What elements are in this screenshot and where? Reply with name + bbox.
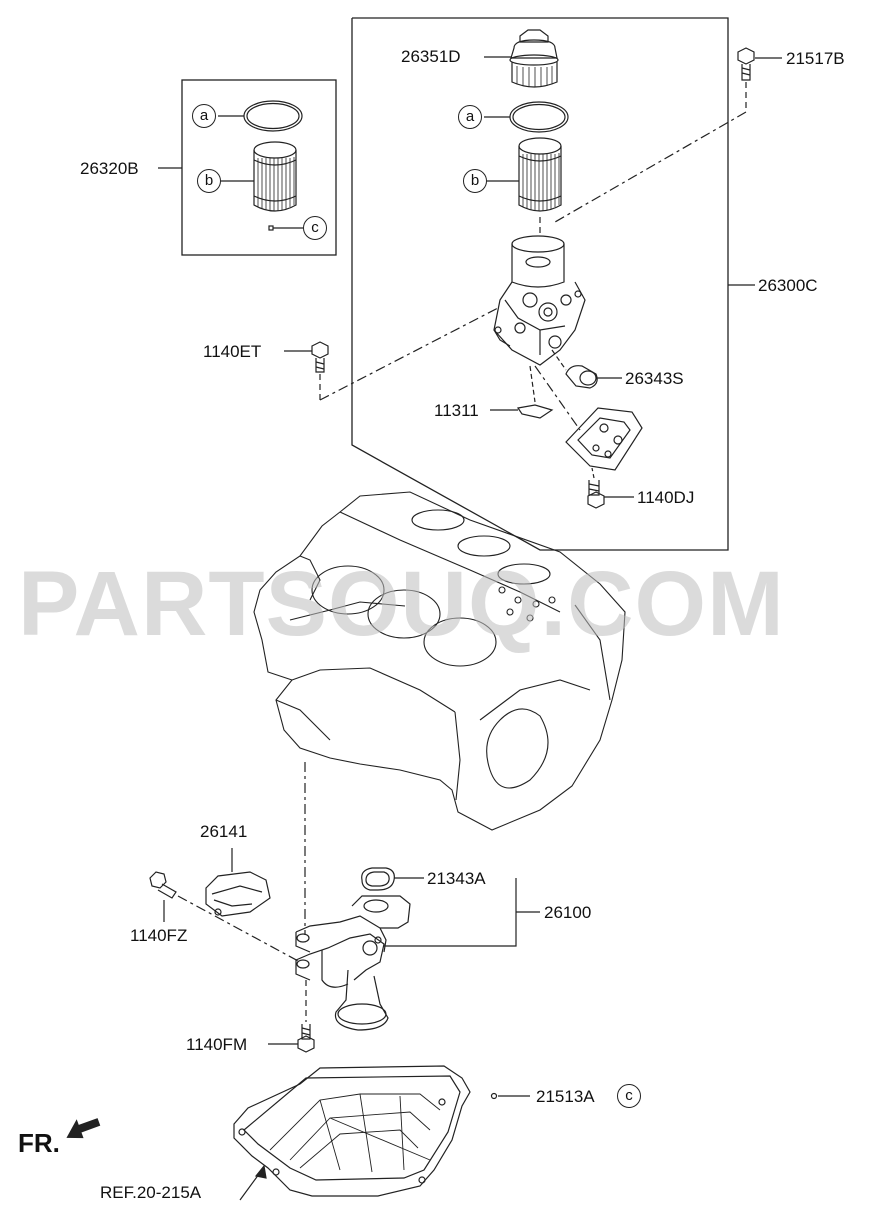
- part-label-26300C[interactable]: 26300C: [758, 276, 818, 295]
- part-label-21513A[interactable]: 21513A: [536, 1087, 595, 1106]
- engine-block: [253, 491, 626, 831]
- housing-bracket: [565, 407, 643, 471]
- part-label-26343S[interactable]: 26343S: [625, 369, 684, 388]
- front-direction-label: FR.: [18, 1128, 60, 1158]
- filter-element-b: [518, 137, 562, 212]
- part-label-26100[interactable]: 26100: [544, 903, 592, 922]
- part-label-ref-20-215A[interactable]: REF.20-215A: [100, 1183, 202, 1202]
- callout-b-housing: b: [463, 169, 487, 193]
- part-label-1140DJ[interactable]: 1140DJ: [637, 488, 695, 507]
- callout-a-housing: a: [458, 105, 482, 129]
- gasket-11311: [516, 404, 554, 419]
- part-label-21343A[interactable]: 21343A: [427, 869, 486, 888]
- plug-26343S: [565, 365, 598, 389]
- oil-filter-cap: [509, 29, 559, 88]
- oil-filter-assembly-box: [351, 17, 729, 551]
- callout-c-drain: c: [617, 1084, 641, 1108]
- oil-filter-housing: [493, 235, 586, 366]
- part-label-26141[interactable]: 26141: [200, 822, 248, 841]
- part-label-1140FM[interactable]: 1140FM: [186, 1035, 248, 1054]
- bolt-1140DJ: [587, 480, 605, 509]
- watermark: PARTSOUQ.COM: [18, 553, 785, 655]
- kit-o-ring-a: [243, 100, 303, 132]
- callout-b-kit: b: [197, 169, 221, 193]
- callout-a-kit: a: [192, 104, 216, 128]
- baffle-26141: [205, 871, 271, 917]
- o-ring-a: [509, 101, 569, 133]
- oil-pan: [233, 1065, 471, 1197]
- part-label-26320B[interactable]: 26320B: [80, 159, 139, 178]
- bolt-1140FM: [297, 1024, 315, 1053]
- part-label-11311[interactable]: 11311: [434, 401, 479, 420]
- part-label-26351D[interactable]: 26351D: [401, 47, 461, 66]
- part-label-21517B[interactable]: 21517B: [786, 49, 845, 68]
- bolt-21517B: [737, 47, 755, 81]
- o-ring-21343A: [361, 867, 395, 891]
- oil-pump-strainer: [295, 895, 411, 1031]
- callout-c-kit: c: [303, 216, 327, 240]
- bolt-1140ET: [311, 341, 329, 373]
- part-label-1140ET[interactable]: 1140ET: [203, 342, 262, 361]
- kit-small-ring-c: [268, 225, 274, 231]
- bolt-1140FZ: [149, 871, 177, 899]
- part-label-1140FZ[interactable]: 1140FZ: [130, 926, 188, 945]
- kit-filter-element-b: [253, 141, 297, 212]
- forward-arrow-icon: [66, 1118, 101, 1139]
